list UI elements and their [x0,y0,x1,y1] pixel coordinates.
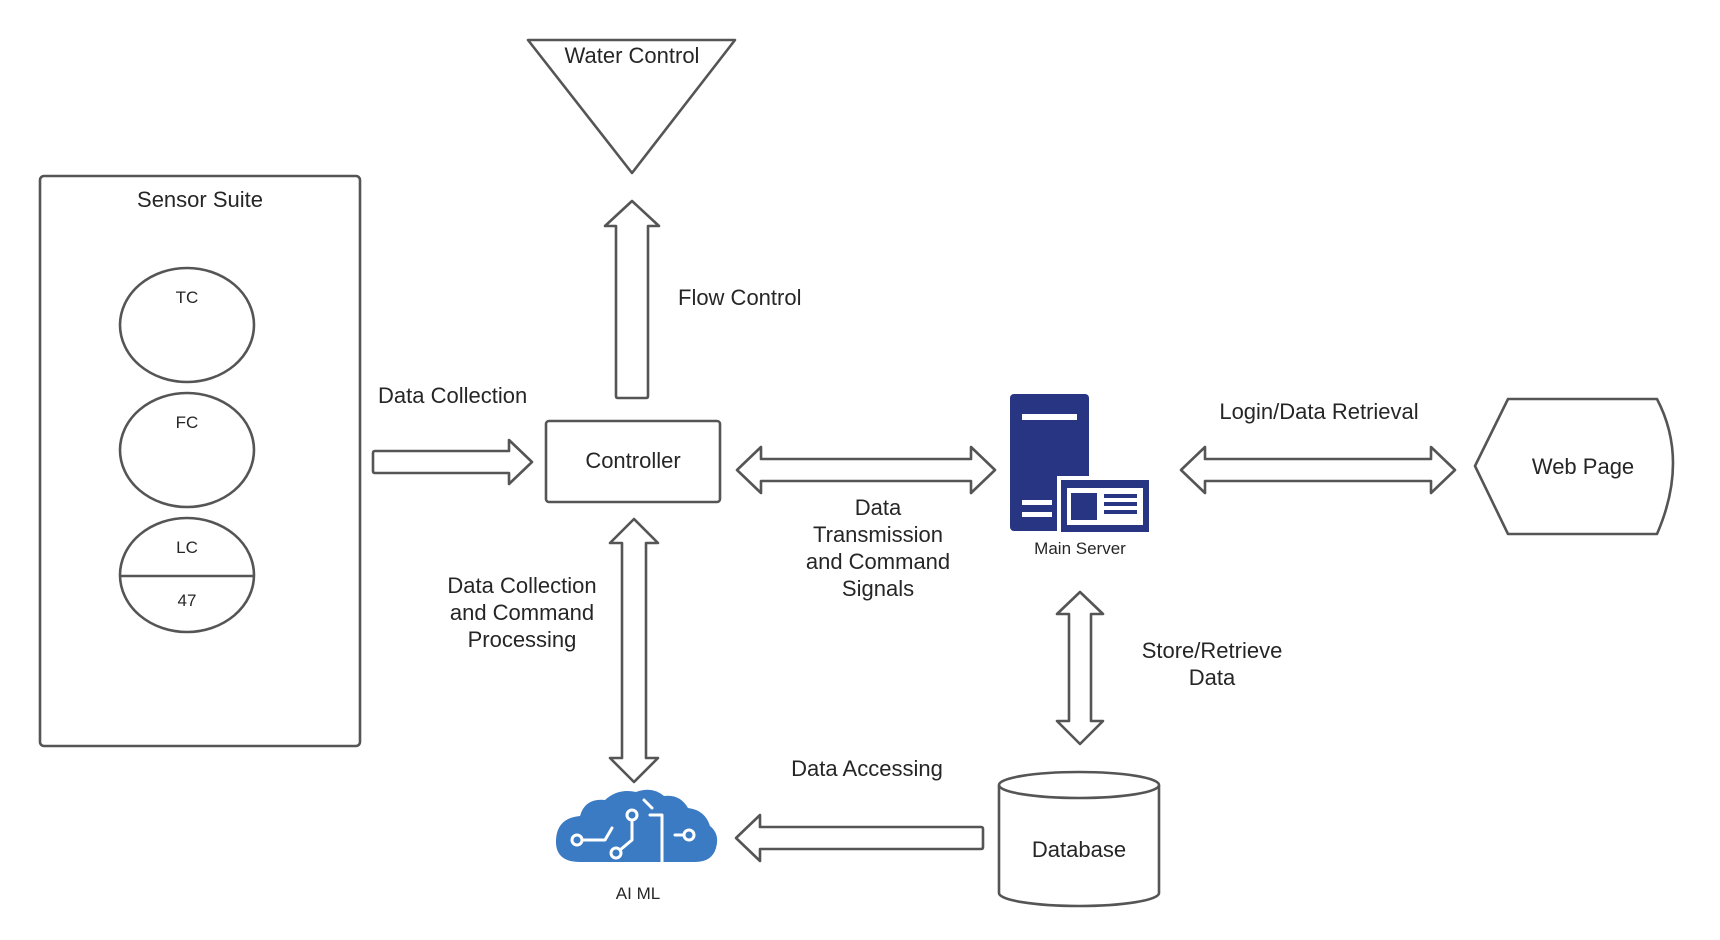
svg-text:Data: Data [855,495,902,520]
svg-text:Data Collection: Data Collection [447,573,596,598]
database-node[interactable]: Database [997,770,1161,908]
svg-text:and Command: and Command [806,549,950,574]
water-control-label: Water Control [565,43,700,68]
data-collection-label: Data Collection [378,383,527,408]
controller-label: Controller [585,448,680,473]
sensor-suite-title: Sensor Suite [137,187,263,212]
water-control-node[interactable]: Water Control [526,38,737,175]
store-retrieve-arrow [1055,590,1105,746]
svg-text:Signals: Signals [842,576,914,601]
sensor-lc[interactable]: LC 47 [118,516,256,634]
svg-text:Processing: Processing [468,627,577,652]
data-transmission-label: Data Transmission and Command Signals [806,495,950,601]
sensor-tc[interactable]: TC [118,266,256,384]
login-data-retrieval-label: Login/Data Retrieval [1219,399,1418,424]
web-page-label: Web Page [1532,454,1634,479]
data-accessing-label: Data Accessing [791,756,943,781]
svg-text:Data: Data [1189,665,1236,690]
sensor-suite[interactable]: Sensor Suite TC FC LC 47 [38,174,362,748]
controller-node[interactable]: Controller [544,419,722,504]
data-accessing-arrow [734,813,985,863]
web-page-node[interactable]: Web Page [1473,397,1675,536]
ai-brain-circuit-icon [555,789,718,864]
sensor-lc-label: LC [176,538,198,557]
main-server-label: Main Server [1034,539,1126,558]
sensor-tc-label: TC [176,288,199,307]
sensor-lc-value: 47 [178,591,197,610]
data-collection-processing-label: Data Collection and Command Processing [447,573,596,652]
ai-ml-label: AI ML [616,884,660,903]
data-transmission-arrow [735,445,997,495]
database-label: Database [1032,837,1126,862]
flow-control-arrow [603,199,661,400]
ai-ml-node[interactable]: AI ML [555,789,718,903]
server-icon [1010,394,1151,534]
svg-text:Store/Retrieve: Store/Retrieve [1142,638,1283,663]
sensor-fc[interactable]: FC [118,391,256,509]
flow-control-label: Flow Control [678,285,801,310]
sensor-fc-label: FC [176,413,199,432]
svg-text:and Command: and Command [450,600,594,625]
controller-ai-arrow [608,517,660,784]
data-collection-arrow [371,438,534,486]
login-arrow [1179,445,1457,495]
store-retrieve-label: Store/Retrieve Data [1142,638,1283,690]
svg-text:Transmission: Transmission [813,522,943,547]
main-server-node[interactable]: Main Server [1010,394,1151,558]
